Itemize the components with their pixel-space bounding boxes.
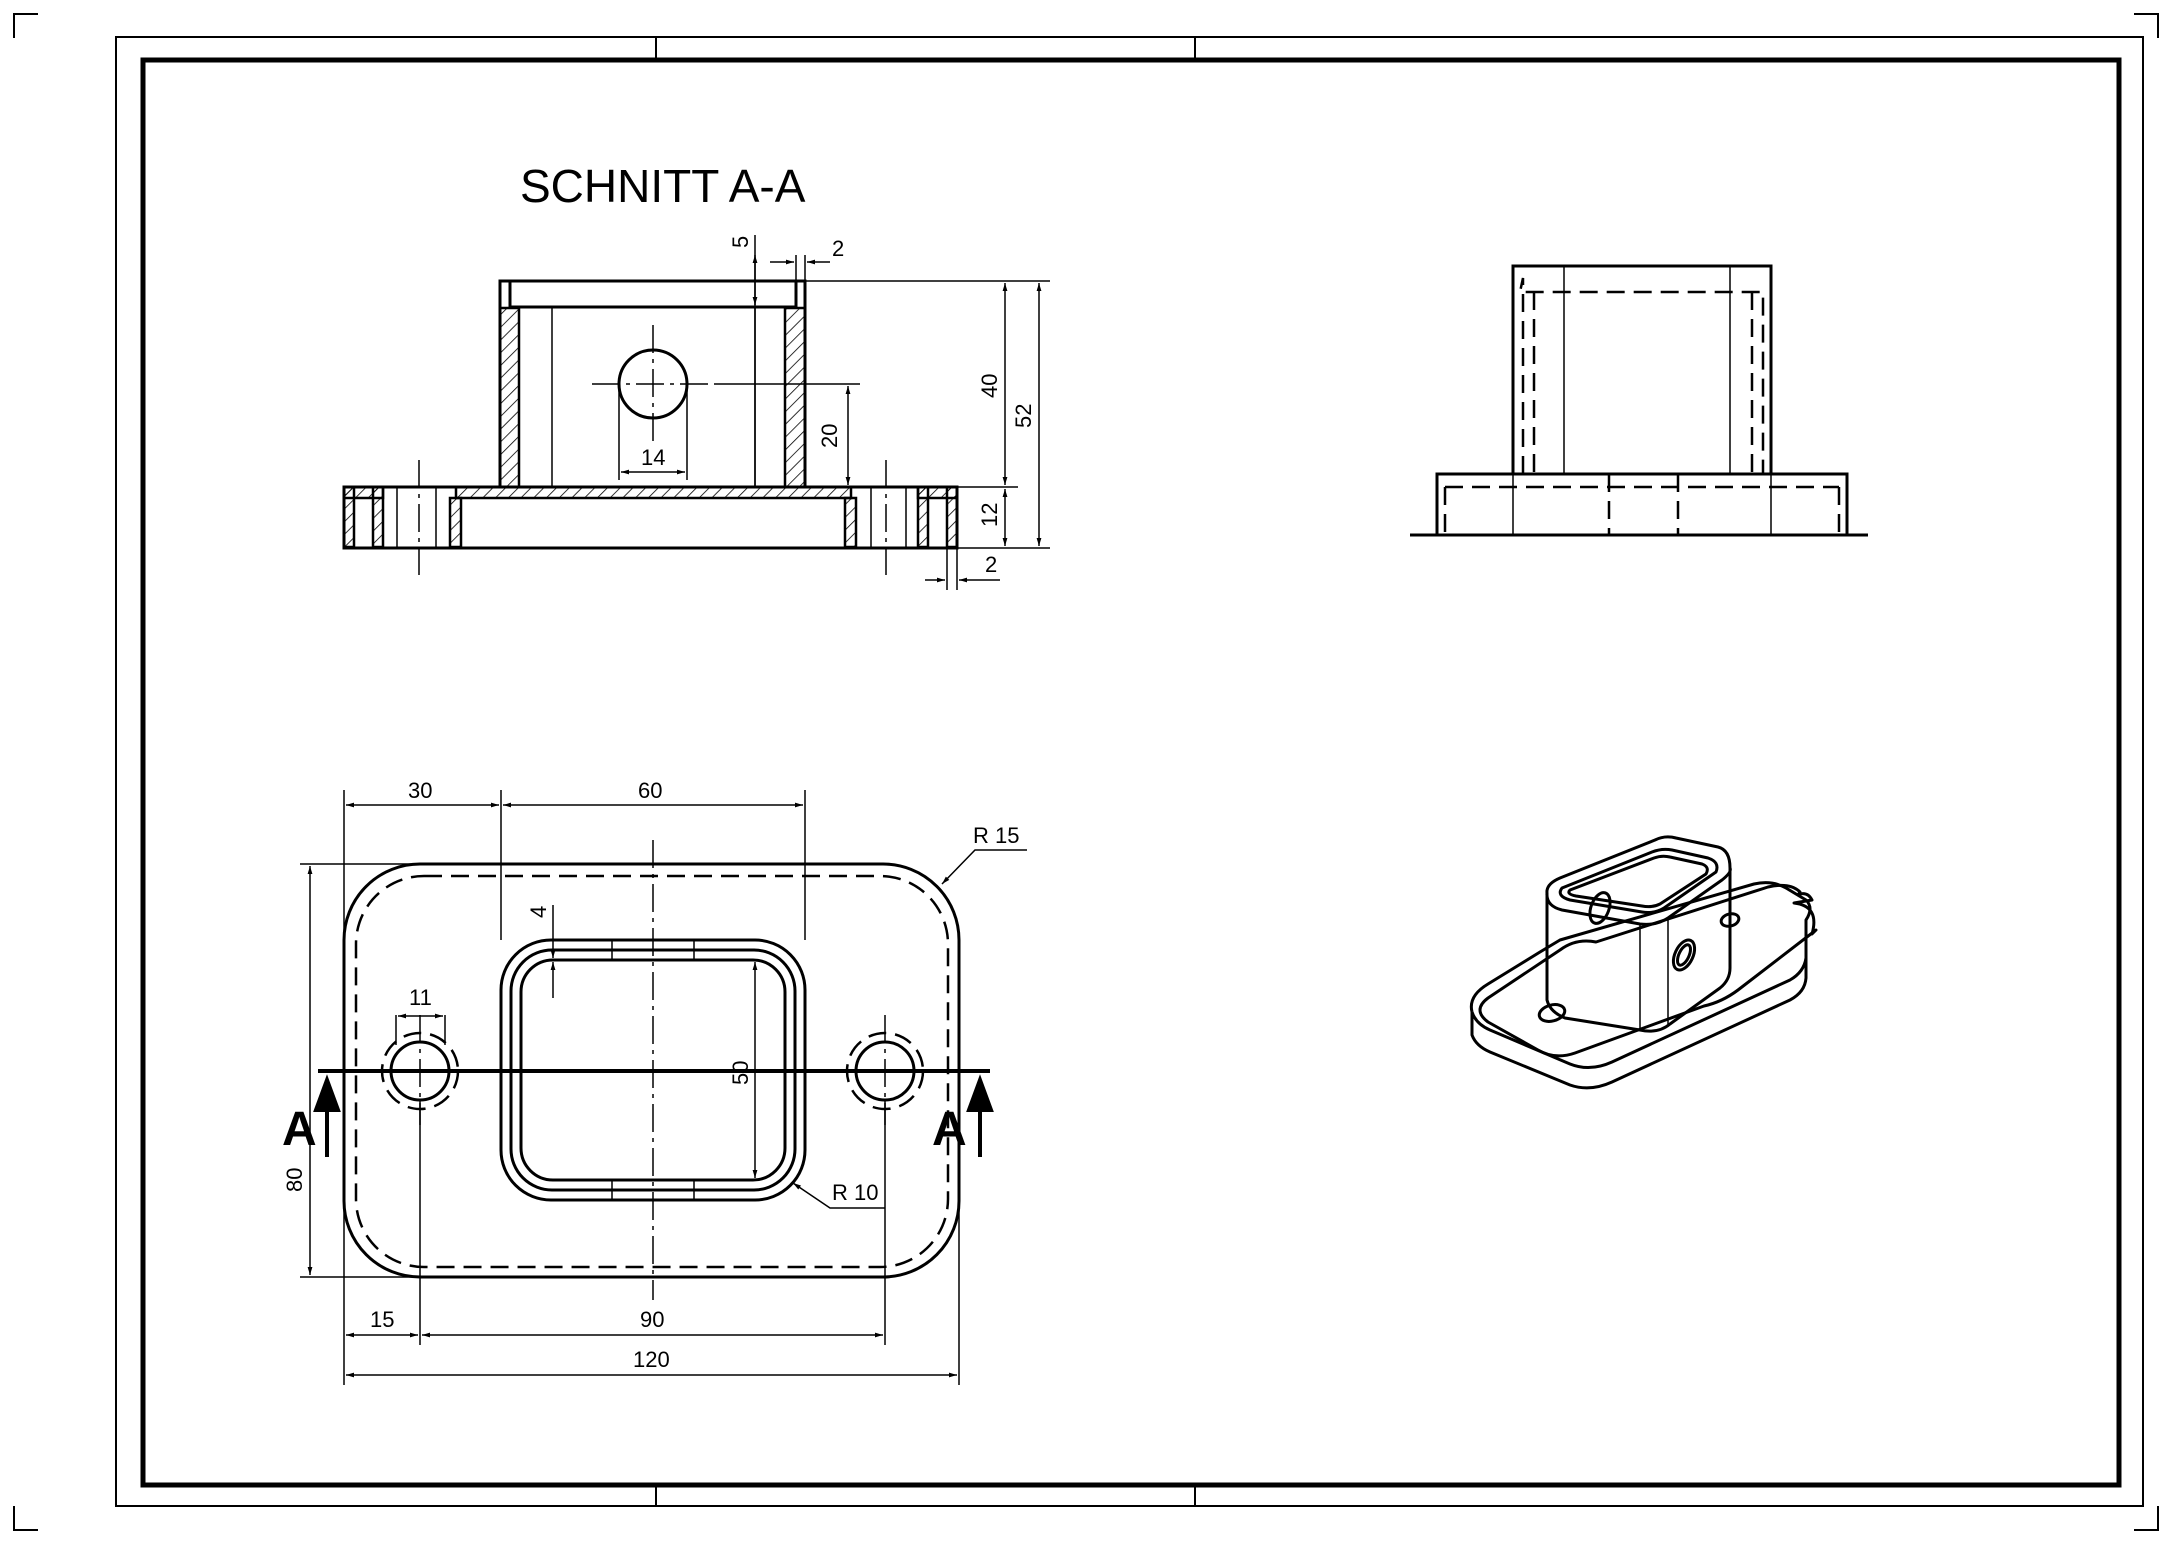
iso-plate-front-edge xyxy=(1470,958,1808,1090)
dim-label-radius-inner: R 10 xyxy=(832,1180,878,1205)
iso-plate-hole-back xyxy=(1719,912,1741,928)
dim-label-tube-height: 40 xyxy=(977,374,1002,398)
iso-tube-hole-right xyxy=(1671,938,1697,972)
corner-mark-top-left xyxy=(13,13,38,38)
corner-mark-bottom-right xyxy=(2134,1506,2159,1531)
drawing-border xyxy=(140,57,2122,1488)
iso-tube-outer xyxy=(1545,835,1732,1033)
dim-label-hole-diameter: 14 xyxy=(641,445,665,470)
section-arrow-right xyxy=(966,1074,994,1157)
iso-plate-front-top xyxy=(1470,957,1808,1069)
corner-mark-top-right xyxy=(2134,13,2159,38)
section-marker-right: A xyxy=(932,1103,967,1156)
isometric-view xyxy=(1469,835,1818,1090)
iso-plate-hole-front xyxy=(1537,1003,1567,1023)
iso-tube-inner-rim-2 xyxy=(1567,854,1709,909)
hatch-plate-right-top xyxy=(916,485,959,500)
dim-label-total-height: 52 xyxy=(1011,404,1036,428)
dim-label-lip-offset: 2 xyxy=(832,236,844,261)
section-view xyxy=(342,235,1050,590)
section-outline xyxy=(342,279,959,550)
dim-label-lip-depth: 5 xyxy=(728,236,753,248)
iso-tube-inner-rim xyxy=(1558,847,1719,914)
section-title: SCHNITT A-A xyxy=(520,160,806,212)
dim-label-base-thickness: 12 xyxy=(977,503,1002,527)
side-base-outline xyxy=(1435,472,1849,537)
dim-label-tube-depth: 50 xyxy=(728,1061,753,1085)
top-view xyxy=(300,790,1027,1385)
hatch-tube-wall-right xyxy=(783,306,807,489)
iso-plate-outer xyxy=(1469,881,1812,1013)
side-hidden-tube-inner xyxy=(1518,277,1765,474)
iso-tube-top-rim xyxy=(1545,867,1732,926)
section-center-lines xyxy=(418,325,887,575)
iso-tube-hole-left xyxy=(1588,891,1612,925)
hatch-plate-left-c xyxy=(448,496,463,549)
iso-tube-hole-right-inner xyxy=(1676,943,1692,967)
section-dimensions xyxy=(618,235,1050,590)
hatch-plate-right-a xyxy=(843,496,858,549)
top-lip xyxy=(508,279,798,309)
corner-mark-bottom-left xyxy=(13,1506,38,1531)
dim-label-wall-thickness: 4 xyxy=(526,906,551,918)
dim-label-hole-offset: 30 xyxy=(408,778,432,803)
top-dimensions xyxy=(300,790,1027,1385)
dim-label-plate-width: 120 xyxy=(633,1347,670,1372)
hatch-bottom-web xyxy=(454,485,853,500)
dim-label-tube-width: 60 xyxy=(638,778,662,803)
leader-r15 xyxy=(941,849,1027,885)
section-arrow-left xyxy=(313,1074,341,1157)
dim-label-hole-spacing: 90 xyxy=(640,1307,664,1332)
dim-label-edge-to-hole: 15 xyxy=(370,1307,394,1332)
hatch-plate-left-top xyxy=(342,485,385,500)
leader-r10 xyxy=(792,1182,885,1209)
sheet-frame xyxy=(13,13,2159,1531)
side-tube-outline xyxy=(1511,264,1773,476)
base-plate-outline xyxy=(342,485,959,550)
hatch-tube-wall-left xyxy=(498,306,521,489)
side-view xyxy=(1410,264,1868,537)
section-marker-left: A xyxy=(282,1103,317,1156)
dim-label-hole-height: 20 xyxy=(817,424,842,448)
outer-border xyxy=(115,36,2144,1507)
side-hidden-lines xyxy=(1443,277,1841,535)
dim-label-plate-depth: 80 xyxy=(282,1168,307,1192)
dim-label-base-offset: 2 xyxy=(985,552,997,577)
dim-label-radius-outer: R 15 xyxy=(973,823,1019,848)
dim-label-hole-size: 11 xyxy=(409,985,432,1010)
